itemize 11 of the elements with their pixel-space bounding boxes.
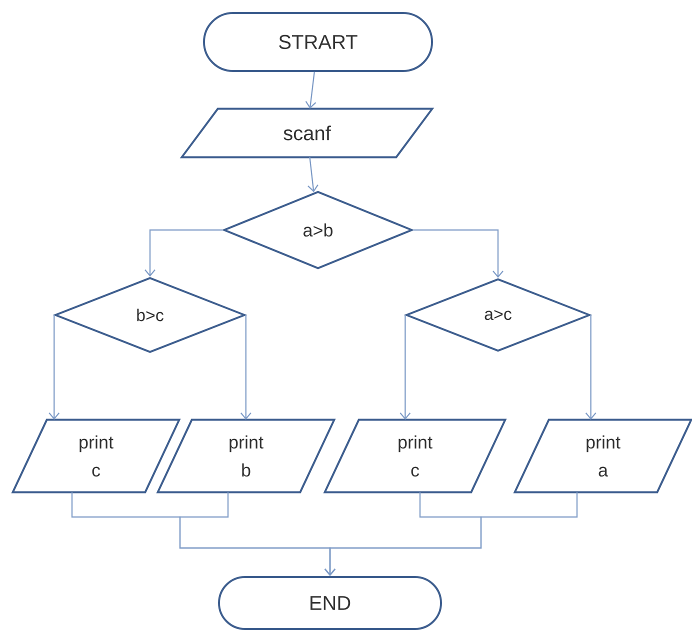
terminator-box: STRART bbox=[203, 12, 433, 72]
arrow bbox=[48, 315, 60, 420]
terminator-box: END bbox=[218, 576, 442, 630]
arrow bbox=[324, 492, 578, 576]
arrow bbox=[400, 315, 411, 420]
arrow bbox=[240, 315, 252, 420]
arrow bbox=[305, 72, 316, 109]
arrow bbox=[308, 157, 318, 192]
arrow bbox=[144, 229, 223, 277]
arrow bbox=[585, 315, 596, 420]
arrow bbox=[413, 229, 504, 278]
